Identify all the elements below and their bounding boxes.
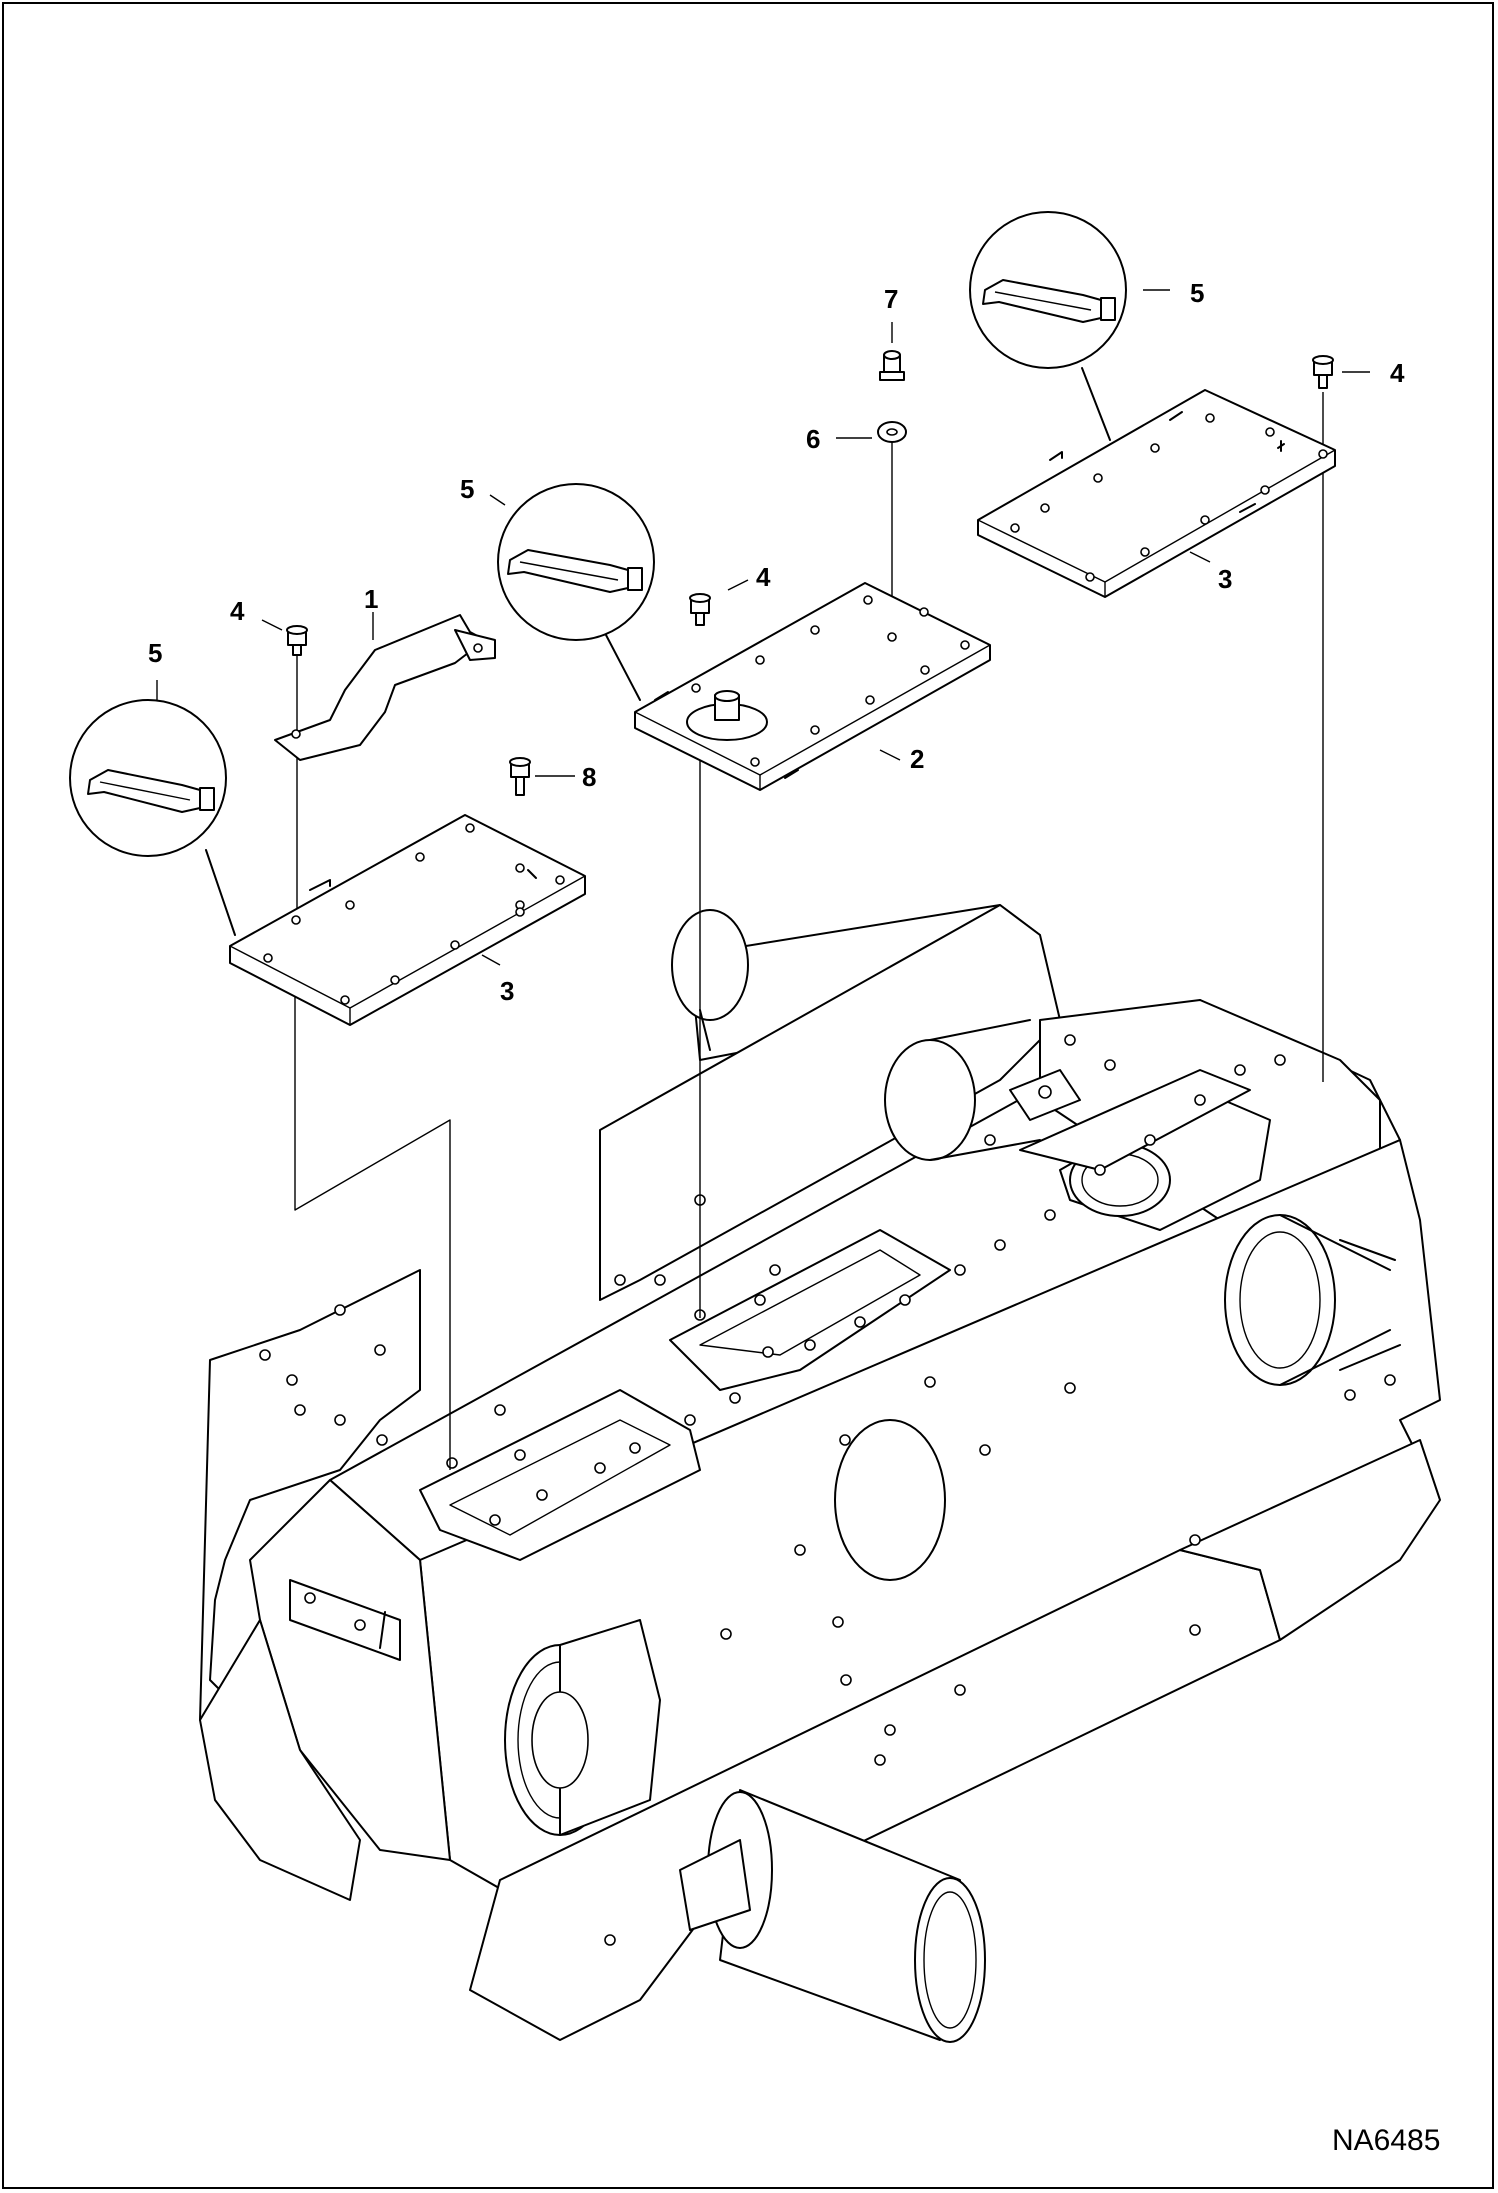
cover-plate-center (634, 582, 991, 791)
sealant-tube-right (969, 211, 1127, 441)
sealant-tube-center (497, 483, 655, 701)
callout-3-right: 3 (1218, 564, 1232, 594)
callout-8: 8 (582, 762, 596, 792)
frame-holes (259, 1034, 1396, 1946)
callout-1: 1 (364, 584, 378, 614)
callout-4-right: 4 (1390, 358, 1405, 388)
callout-2: 2 (910, 744, 924, 774)
callout-7: 7 (884, 284, 898, 314)
cover-plate-left (229, 814, 586, 1026)
callout-5-center: 5 (460, 474, 474, 504)
bracket (274, 614, 496, 761)
callout-4-left: 4 (230, 596, 245, 626)
callouts: 1 2 3 3 4 4 4 5 5 5 6 7 8 (148, 278, 1405, 1006)
cover-plate-right (977, 389, 1336, 598)
leader-lines (156, 289, 1370, 966)
main-frame (199, 904, 1441, 2043)
assembly-lines (294, 392, 1324, 1470)
callout-4-center: 4 (756, 562, 771, 592)
bolts (286, 350, 1334, 796)
callout-5-left: 5 (148, 638, 162, 668)
callout-6: 6 (806, 424, 820, 454)
callout-3-left: 3 (500, 976, 514, 1006)
sealant-tube-left (69, 699, 236, 936)
callout-5-right: 5 (1190, 278, 1204, 308)
drawing-code: NA6485 (1332, 2124, 1440, 2157)
